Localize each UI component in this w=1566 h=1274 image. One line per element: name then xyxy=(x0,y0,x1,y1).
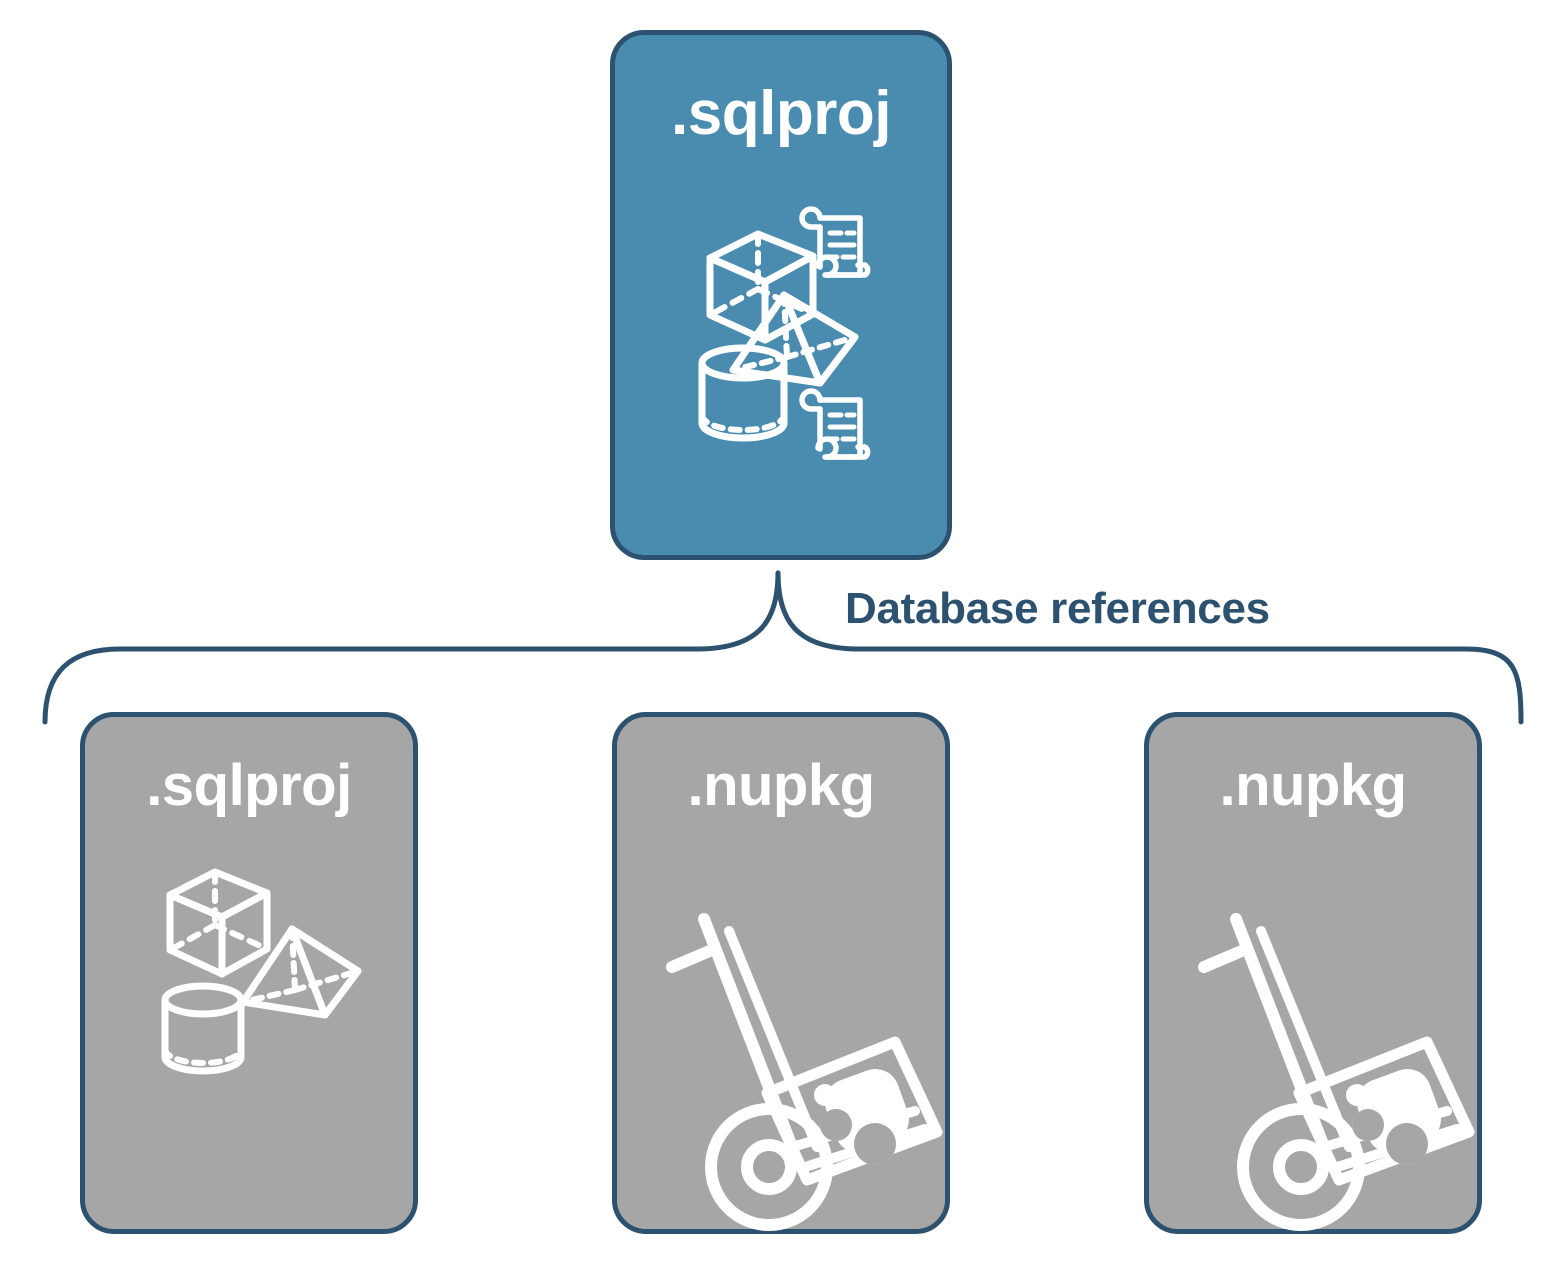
root-node-label: .sqlproj xyxy=(671,79,891,148)
reference-node-nupkg-2[interactable]: .nupkg xyxy=(1144,712,1482,1234)
cylinder-icon xyxy=(161,982,245,1075)
cylinder-icon xyxy=(698,344,788,442)
reference-node-sqlproj[interactable]: .sqlproj xyxy=(80,712,418,1234)
script-scroll-icon xyxy=(799,388,871,460)
pyramid-icon xyxy=(239,925,362,1019)
root-node-sqlproj[interactable]: .sqlproj xyxy=(610,30,952,560)
reference-node-icon-group xyxy=(85,857,413,1217)
nuget-mark-cutout xyxy=(820,1109,896,1165)
hand-truck-package-icon xyxy=(666,913,943,1231)
cube-icon xyxy=(166,868,271,978)
root-node-icon-group xyxy=(615,185,947,465)
connector-label: Database references xyxy=(845,584,1270,633)
hand-truck-package-icon xyxy=(1198,913,1475,1231)
nuget-mark-cutout xyxy=(1352,1109,1428,1165)
reference-node-label: .nupkg xyxy=(1219,753,1407,818)
reference-node-icon-group xyxy=(1149,857,1477,1231)
script-scroll-icon xyxy=(799,206,871,278)
reference-node-label: .sqlproj xyxy=(146,753,352,818)
reference-node-label: .nupkg xyxy=(687,753,875,818)
reference-node-icon-group xyxy=(617,857,945,1231)
reference-node-nupkg-1[interactable]: .nupkg xyxy=(612,712,950,1234)
